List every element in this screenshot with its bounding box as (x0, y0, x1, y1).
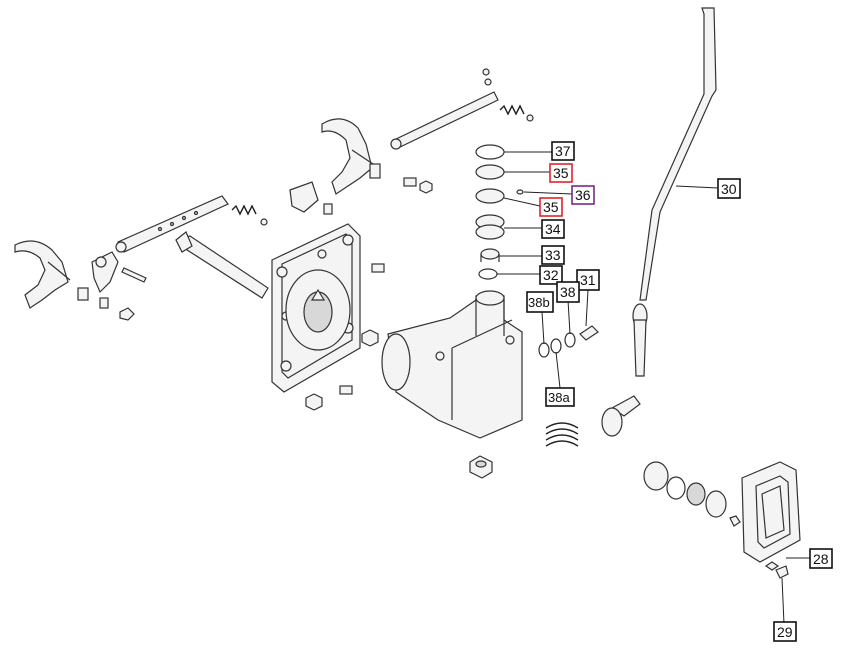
callout-33: 33 (541, 245, 565, 265)
upper-shift-rod (390, 68, 534, 150)
svg-text:38a: 38a (548, 390, 570, 405)
left-selector-finger (91, 251, 147, 321)
housing-spring (545, 422, 579, 447)
part-33-bushing (480, 248, 500, 260)
callout-38b: 38b (526, 291, 554, 313)
callout-34: 34 (541, 219, 565, 239)
bearing-group (643, 461, 741, 527)
lever-swivel (601, 395, 641, 437)
callout-38: 38 (556, 281, 580, 303)
part-35-bearing-upper (475, 164, 505, 180)
upper-shift-fork (321, 118, 381, 195)
cover-screw (764, 561, 789, 579)
svg-text:31: 31 (580, 272, 596, 288)
part-32-oring (478, 268, 498, 280)
part-36-ball (516, 189, 524, 195)
washers-38 (538, 325, 599, 358)
part-31-plug (579, 325, 599, 341)
svg-text:32: 32 (543, 267, 559, 283)
callout-35-lower: 35 (539, 197, 563, 217)
part-37-circlip (475, 144, 505, 160)
left-shift-fork (14, 240, 89, 309)
main-shift-shaft (175, 231, 269, 299)
callout-35-upper: 35 (549, 163, 573, 183)
plate-small-parts (305, 263, 385, 411)
leader-lines (497, 151, 810, 625)
svg-text:35: 35 (553, 165, 569, 181)
svg-text:30: 30 (721, 181, 737, 197)
svg-text:28: 28 (813, 551, 829, 567)
lever-housing (381, 290, 523, 439)
callout-30: 30 (717, 178, 741, 199)
svg-text:37: 37 (555, 143, 571, 159)
svg-text:38: 38 (560, 284, 576, 300)
svg-text:36: 36 (575, 187, 591, 203)
svg-text:34: 34 (545, 221, 561, 237)
parts-stack (475, 144, 524, 280)
callout-31: 31 (576, 269, 600, 291)
svg-text:29: 29 (777, 624, 793, 640)
callout-38a: 38a (545, 387, 575, 407)
callout-32: 32 (539, 265, 563, 285)
left-screw-spring (231, 204, 268, 226)
housing-nut (469, 455, 493, 479)
callout-28: 28 (809, 548, 833, 569)
svg-text:38b: 38b (528, 295, 550, 310)
svg-text:33: 33 (545, 247, 561, 263)
mounting-plate (271, 223, 361, 393)
upper-selector-block (289, 177, 433, 215)
gear-lever (632, 7, 717, 377)
callout-37: 37 (551, 141, 575, 161)
callout-36: 36 (571, 185, 595, 205)
callout-29: 29 (773, 621, 797, 642)
svg-text:35: 35 (543, 199, 559, 215)
part-35-bearing-lower (475, 188, 505, 204)
left-shift-rod (115, 195, 229, 253)
cover-plate (741, 461, 801, 563)
